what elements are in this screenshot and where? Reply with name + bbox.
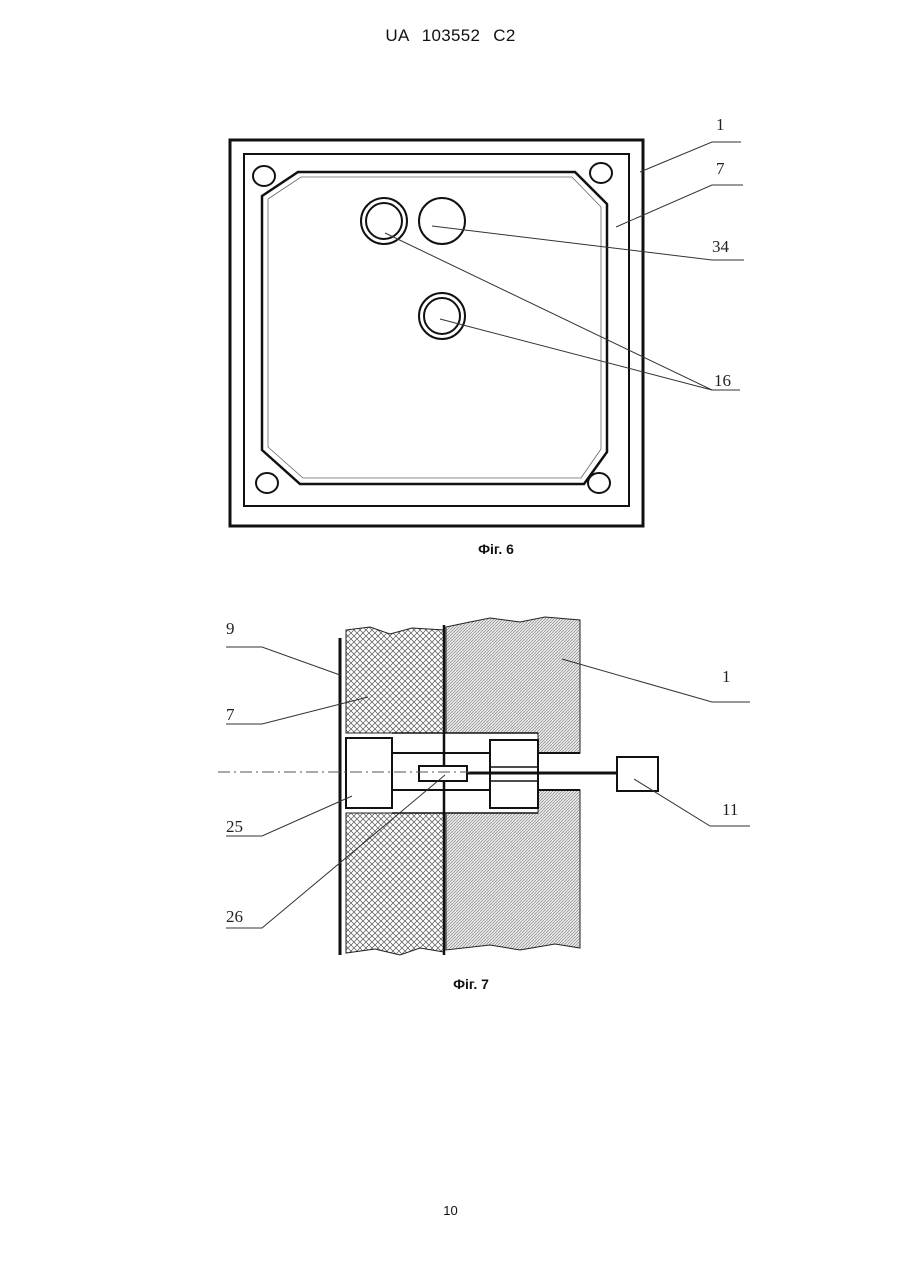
label-26: 26 — [226, 907, 243, 926]
figure-7-drawing: 9 7 1 11 25 26 — [0, 0, 901, 1000]
leader-line-25 — [226, 796, 352, 836]
label-25: 25 — [226, 817, 243, 836]
label-1: 1 — [722, 667, 731, 686]
page-number: 10 — [0, 1203, 901, 1218]
flange-25 — [346, 738, 392, 808]
label-9: 9 — [226, 619, 235, 638]
unit-11 — [617, 757, 658, 791]
label-11: 11 — [722, 800, 738, 819]
frame-body-lower — [446, 790, 580, 950]
figure-7-caption: Фіг. 7 — [371, 976, 571, 992]
label-7: 7 — [226, 705, 235, 724]
insulation-layer-upper — [346, 627, 444, 733]
insulation-layer-lower — [346, 813, 444, 955]
leader-line-9 — [226, 647, 340, 675]
sensor-26 — [419, 766, 467, 781]
